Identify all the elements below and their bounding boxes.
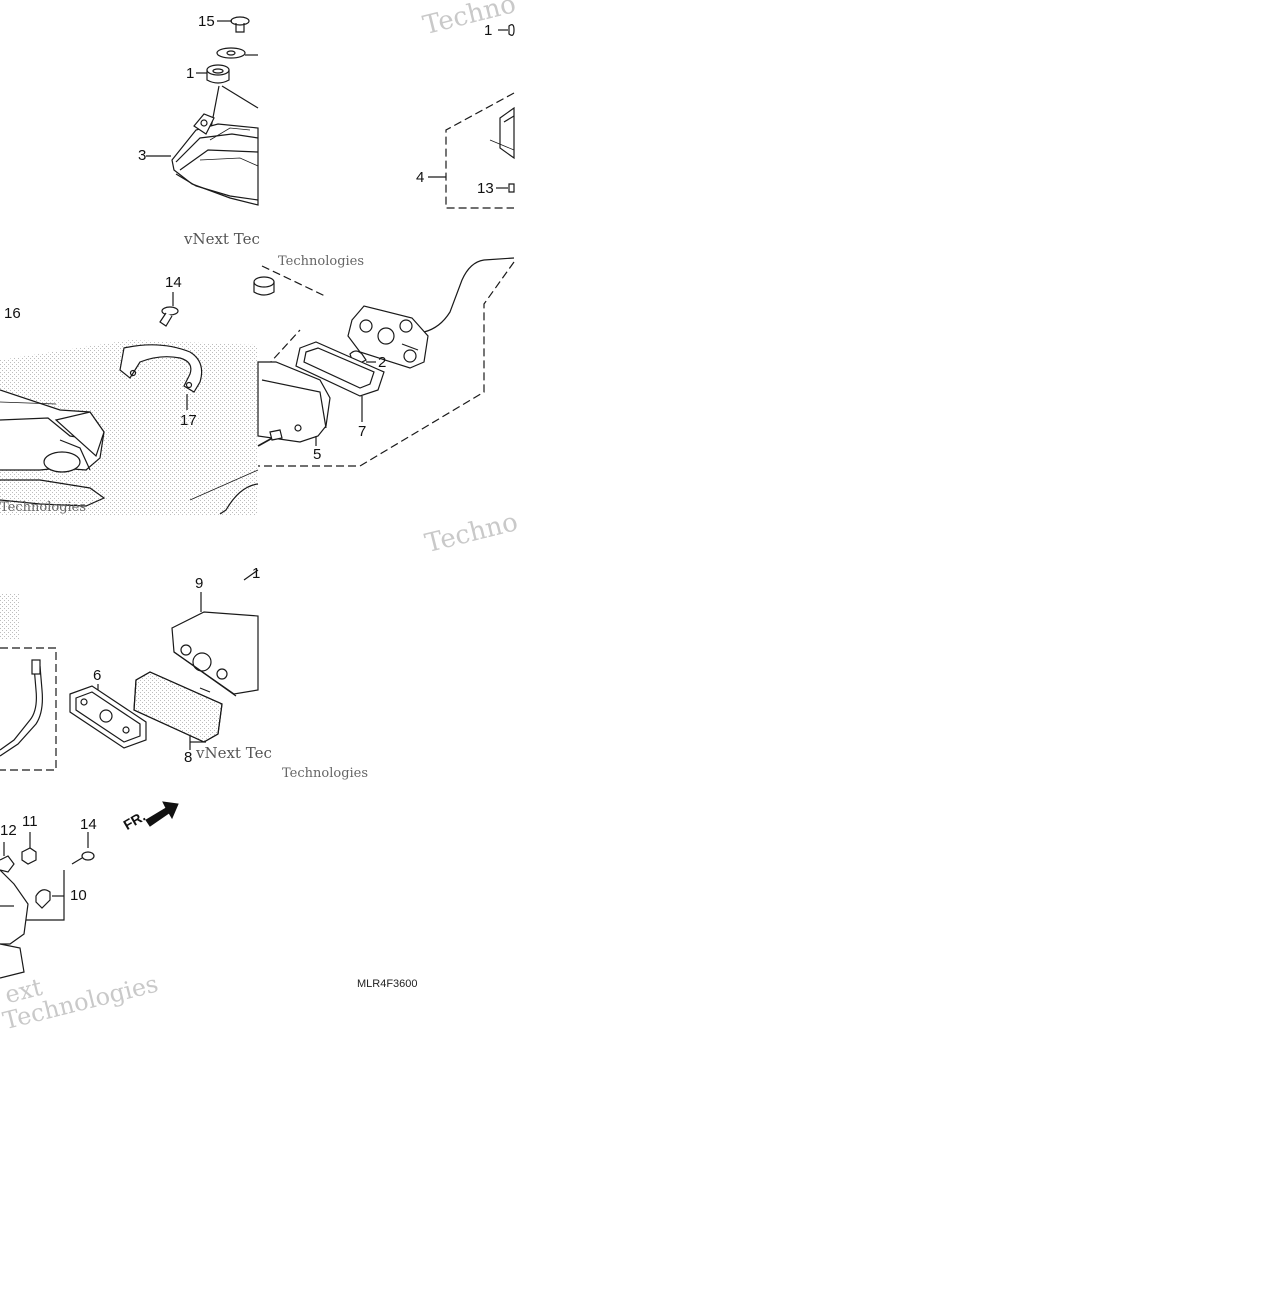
- callout-10: 10: [70, 887, 87, 904]
- callout-1-edge: 1: [252, 565, 261, 582]
- callout-16: 16: [4, 305, 21, 322]
- callout-5: 5: [313, 446, 322, 463]
- callout-14-lower: 14: [80, 816, 97, 833]
- tile-license-light: [219, 257, 515, 515]
- callout-3: 3: [138, 147, 147, 164]
- callout-2: 2: [378, 354, 387, 371]
- tile-top-middle-frame: [258, 0, 514, 256]
- bolt-15-part: [230, 16, 250, 33]
- front-arrow-icon: [145, 801, 179, 827]
- callout-11: 11: [22, 813, 38, 830]
- callout-1-top: 1: [186, 65, 195, 82]
- callout-9: 9: [195, 575, 204, 592]
- callout-4: 4: [416, 169, 425, 186]
- tile-harness: [0, 594, 57, 771]
- callout-15: 15: [198, 13, 215, 30]
- callout-7: 7: [358, 423, 367, 440]
- callout-13: 13: [477, 180, 494, 197]
- tile-side-reflector: [0, 832, 95, 979]
- callout-8: 8: [184, 749, 193, 766]
- grommet-1-part: [206, 64, 230, 84]
- tile-position-light: [428, 24, 515, 209]
- tile-headlight: [146, 16, 259, 206]
- diagram-code: MLR4F3600: [357, 978, 418, 990]
- callout-14-upper: 14: [165, 274, 182, 291]
- tile-fender: [0, 292, 259, 515]
- callout-12: 12: [0, 822, 17, 839]
- callout-17: 17: [180, 412, 197, 429]
- tile-reflector: [69, 569, 259, 750]
- callout-6: 6: [93, 667, 102, 684]
- callout-1-right: 1: [484, 22, 493, 39]
